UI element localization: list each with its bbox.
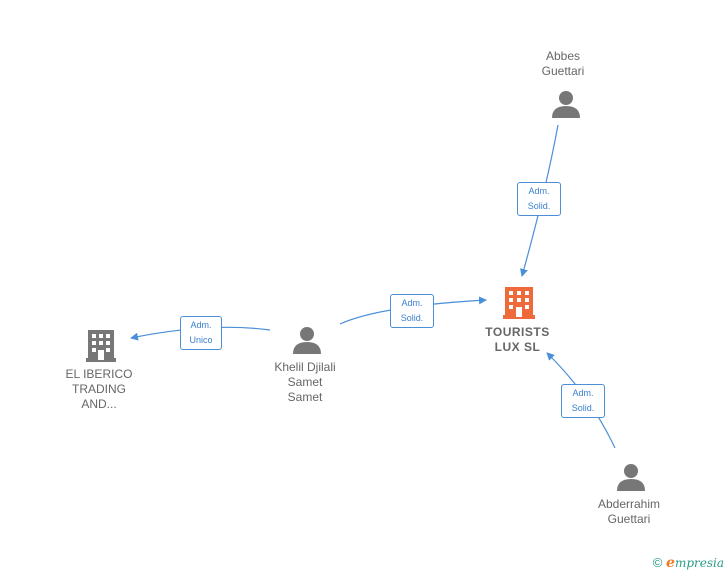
copyright-icon: © bbox=[652, 555, 663, 570]
building-icon[interactable] bbox=[86, 328, 116, 367]
brand-logo-text: mpresia bbox=[674, 556, 724, 570]
person-abderrahim-label[interactable]: Abderrahim Guettari bbox=[584, 497, 674, 527]
person-khelil-label[interactable]: Khelil Djilali Samet Samet bbox=[255, 360, 355, 405]
person-name-line: Khelil Djilali bbox=[274, 360, 336, 374]
relation-badge[interactable]: Adm. Solid. bbox=[390, 294, 434, 328]
company-iberico-label[interactable]: EL IBERICO TRADING AND... bbox=[50, 367, 148, 412]
relation-type: Solid. bbox=[527, 201, 551, 211]
relation-badge[interactable]: Adm. Unico bbox=[180, 316, 222, 350]
person-name-line: Guettari bbox=[607, 512, 651, 526]
person-name-line: Abderrahim bbox=[597, 497, 661, 511]
company-name-line: EL IBERICO bbox=[65, 367, 133, 381]
relation-role: Adm. bbox=[528, 186, 550, 196]
company-tourists-label[interactable]: TOURISTS LUX SL bbox=[470, 325, 565, 355]
person-icon[interactable] bbox=[617, 463, 645, 496]
company-name-line: TOURISTS bbox=[485, 325, 550, 339]
relation-role: Adm. bbox=[572, 388, 594, 398]
brand-footer: © empresia bbox=[653, 555, 724, 571]
person-icon[interactable] bbox=[293, 326, 321, 359]
company-name-line: AND... bbox=[81, 397, 117, 411]
relation-badge[interactable]: Adm. Solid. bbox=[561, 384, 605, 418]
person-name-line: Guettari bbox=[541, 64, 585, 78]
relation-badge[interactable]: Adm. Solid. bbox=[517, 182, 561, 216]
brand-logo-initial: e bbox=[666, 555, 675, 571]
person-name-line: Abbes bbox=[545, 49, 581, 63]
person-abbes-label[interactable]: Abbes Guettari bbox=[518, 49, 608, 79]
relation-type: Solid. bbox=[571, 403, 595, 413]
person-name-line: Samet bbox=[287, 390, 323, 404]
relation-type: Solid. bbox=[400, 313, 424, 323]
person-name-line: Samet bbox=[287, 375, 323, 389]
relation-role: Adm. bbox=[401, 298, 423, 308]
relation-type: Unico bbox=[189, 335, 213, 345]
building-icon[interactable] bbox=[503, 285, 535, 324]
company-name-line: LUX SL bbox=[494, 340, 541, 354]
relation-role: Adm. bbox=[190, 320, 212, 330]
company-name-line: TRADING bbox=[72, 382, 126, 396]
person-icon[interactable] bbox=[552, 90, 580, 123]
